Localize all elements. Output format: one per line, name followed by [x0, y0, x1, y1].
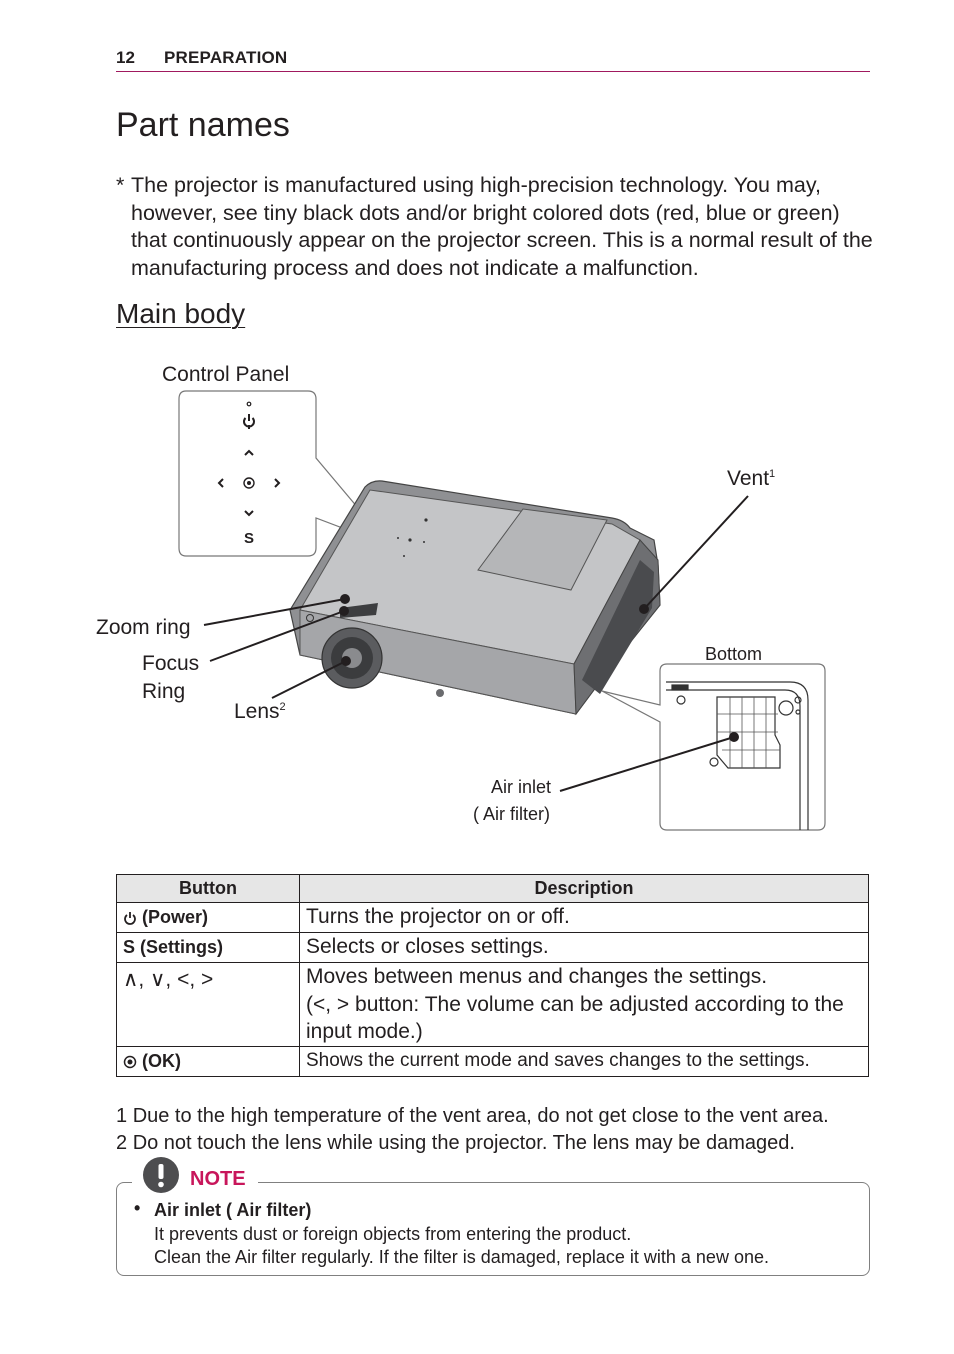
- intro-marker: *: [116, 173, 125, 197]
- note-line: It prevents dust or foreign objects from…: [154, 1224, 632, 1244]
- air-inlet-label: Air inlet: [491, 777, 552, 797]
- right-arrow-icon: [274, 478, 281, 488]
- control-panel-buttons: [217, 401, 281, 517]
- vent-label-text: Vent: [727, 467, 770, 490]
- power-icon: [243, 414, 255, 429]
- down-arrow-icon: [244, 510, 254, 517]
- exclamation-icon: [143, 1157, 179, 1193]
- note-label: NOTE: [190, 1168, 246, 1190]
- footnote-text: Do not touch the lens while using the pr…: [132, 1132, 795, 1154]
- power-led-icon: [246, 401, 252, 407]
- description-line: (<, > button: The volume can be adjusted…: [306, 992, 844, 1044]
- power-icon: [124, 912, 136, 925]
- header-rule: [116, 71, 870, 72]
- note-box: [116, 1182, 870, 1276]
- vent-leader: [643, 495, 749, 610]
- up-arrow-icon: [244, 449, 254, 456]
- footnote-text: Due to the high temperature of the vent …: [132, 1105, 829, 1127]
- table-header-description: Description: [299, 874, 869, 903]
- table-row: (OK) Shows the current mode and saves ch…: [116, 1045, 869, 1077]
- bottom-view-illustration: [666, 681, 809, 830]
- ok-button-label: (OK): [142, 1050, 182, 1071]
- intro-text: The projector is manufactured using high…: [131, 173, 873, 280]
- footnote: 2 Do not touch the lens while using the …: [116, 1132, 795, 1155]
- footnote-number: 1: [116, 1105, 128, 1127]
- page-title: Part names: [116, 106, 290, 144]
- footnote: 1 Due to the high temperature of the ven…: [116, 1105, 829, 1128]
- ok-icon: [123, 1055, 137, 1068]
- table-cell-button: (Power): [116, 902, 300, 933]
- table-header-row: Button Description: [116, 874, 869, 903]
- lens-label-text: Lens: [234, 700, 280, 723]
- page-number: 12: [116, 48, 135, 67]
- zoom-ring-label: Zoom ring: [96, 616, 191, 639]
- section-subtitle: Main body: [116, 298, 246, 329]
- focus-leader: [209, 610, 345, 662]
- table-row: (Power) Turns the projector on or off.: [116, 902, 869, 933]
- table-cell-button: S (Settings): [116, 932, 300, 963]
- footnote-number: 2: [116, 1132, 128, 1154]
- table-cell-description: Shows the current mode and saves changes…: [299, 1045, 869, 1077]
- table-cell-button: (OK): [116, 1045, 300, 1077]
- bottom-callout: [601, 663, 826, 831]
- zoom-leader: [203, 598, 346, 626]
- focus-ring-label-line2: Ring: [142, 680, 186, 703]
- bottom-label: Bottom: [705, 644, 763, 664]
- table-row: ∧, ∨, <, > Moves between menus and chang…: [116, 962, 869, 1047]
- control-panel-callout: [178, 390, 392, 557]
- section-title: PREPARATION: [164, 48, 288, 67]
- note-line: Clean the Air filter regularly. If the f…: [154, 1247, 769, 1267]
- lens-label: Lens2: [234, 700, 286, 724]
- table-cell-description: Turns the projector on or off.: [299, 902, 869, 933]
- table-header-button: Button: [116, 874, 300, 903]
- note-bullet: •: [134, 1198, 141, 1218]
- air-inlet-leader: [559, 736, 735, 792]
- table-cell-description: Moves between menus and changes the sett…: [299, 962, 869, 1047]
- table-row: S (Settings) Selects or closes settings.: [116, 932, 869, 963]
- air-filter-label: ( Air filter): [473, 804, 551, 824]
- ok-icon: [243, 477, 255, 489]
- note-item-title: Air inlet ( Air filter): [154, 1200, 312, 1220]
- projector-diagram: S: [178, 390, 826, 831]
- projector-illustration: [289, 480, 661, 716]
- table-cell-button: ∧, ∨, <, >: [116, 962, 300, 1047]
- leader-lines: [203, 495, 749, 792]
- vent-footnote-ref: 1: [769, 468, 776, 480]
- left-arrow-icon: [217, 478, 224, 488]
- vent-label: Vent1: [727, 467, 775, 491]
- table-cell-description: Selects or closes settings.: [299, 932, 869, 963]
- intro-paragraph: * The projector is manufactured using hi…: [116, 172, 876, 282]
- power-button-label: (Power): [142, 907, 209, 927]
- description-line: Moves between menus and changes the sett…: [306, 965, 768, 988]
- panel-settings-glyph: S: [244, 530, 254, 547]
- focus-ring-label-line1: Focus: [142, 652, 200, 675]
- lens-footnote-ref: 2: [279, 701, 286, 713]
- control-panel-label: Control Panel: [162, 363, 290, 386]
- lens-leader: [271, 660, 347, 699]
- button-description-table: Button Description (Power) Turns the pro…: [116, 874, 869, 1077]
